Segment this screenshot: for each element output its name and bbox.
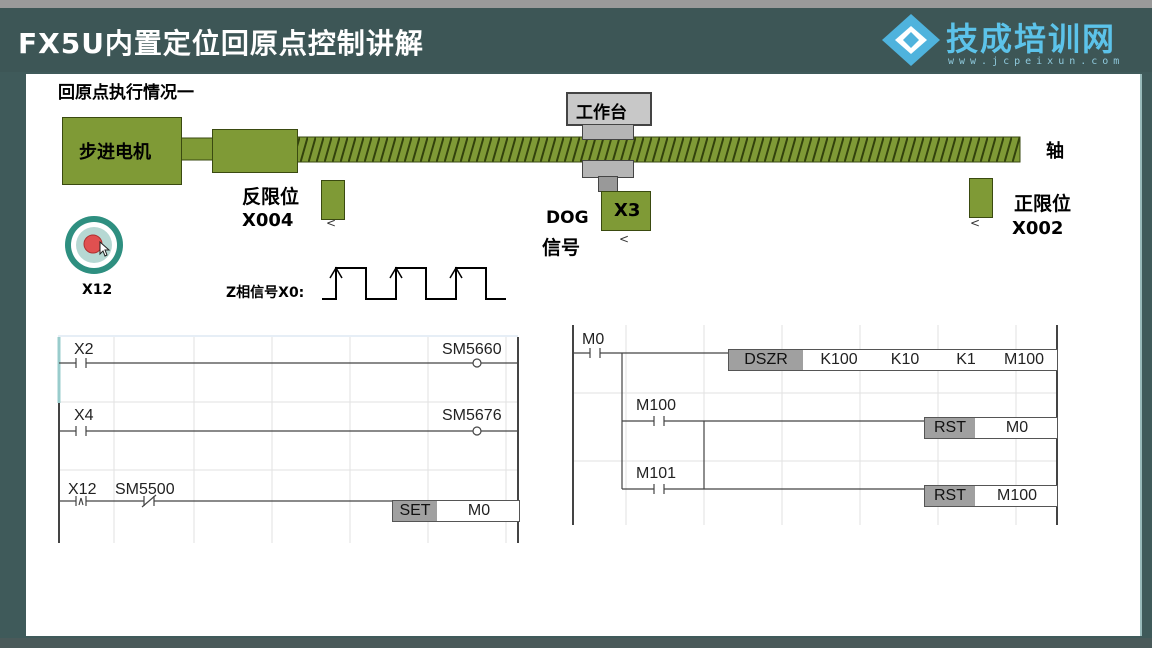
rst-m0-instr: RST	[925, 418, 975, 438]
left-rung1-contact: X2	[74, 341, 94, 358]
rst-m100-instruction-box: RST M100	[924, 485, 1058, 507]
top-strip	[0, 0, 1152, 8]
dog-actuator	[598, 176, 618, 192]
coupling	[212, 129, 298, 173]
stepper-motor: 步进电机	[62, 117, 182, 185]
dog-label-line2: 信号	[542, 237, 581, 259]
button-label: X12	[82, 282, 113, 298]
dszr-arg4: M100	[1003, 351, 1045, 368]
hand-cursor-icon	[99, 240, 111, 257]
left-rung2-contact: X4	[74, 407, 94, 424]
forward-limit-name: 正限位	[1014, 193, 1072, 215]
brand-url: www.jcpeixun.com	[948, 56, 1125, 67]
forward-limit-lead: <	[970, 216, 981, 230]
section-subtitle: 回原点执行情况一	[58, 83, 194, 103]
dszr-instr: DSZR	[729, 350, 803, 370]
right-rung3-contact: M101	[636, 465, 677, 482]
rst-m0-instruction-box: RST M0	[924, 417, 1058, 439]
left-rung2-coil: SM5676	[442, 407, 502, 424]
forward-limit-addr: X002	[1012, 218, 1064, 239]
dszr-arg2: K10	[890, 351, 920, 368]
right-rung1-contact: M0	[582, 331, 605, 348]
reverse-limit-addr: X004	[242, 210, 294, 231]
reverse-limit-name: 反限位	[242, 186, 300, 208]
table-slider-top	[582, 124, 634, 140]
left-rung3-contact2: SM5500	[115, 481, 175, 498]
reverse-limit-switch	[321, 180, 345, 220]
start-push-button[interactable]	[62, 214, 126, 276]
dog-sensor: X3	[601, 191, 651, 231]
left-rung1-coil: SM5660	[442, 341, 502, 358]
brand-diamond-icon	[882, 14, 940, 66]
axis-label: 轴	[1046, 141, 1064, 162]
rst-m100-operand: M100	[996, 487, 1038, 504]
slide-title: FX5U内置定位回原点控制讲解	[18, 27, 424, 60]
brand-name: 技成培训网	[946, 20, 1117, 58]
dszr-arg1: K100	[820, 351, 858, 368]
reverse-limit-lead: <	[326, 216, 337, 230]
dszr-arg3: K1	[956, 351, 976, 368]
set-instruction-box: SET M0	[392, 500, 520, 522]
rst-m0-operand: M0	[1005, 419, 1029, 436]
dog-label-line1: DOG	[546, 208, 589, 228]
rst-m100-instr: RST	[925, 486, 975, 506]
z-phase-label: Z相信号X0:	[226, 285, 305, 301]
worktable: 工作台	[566, 92, 652, 126]
right-rung2-contact: M100	[636, 397, 677, 414]
set-operand: M0	[467, 502, 491, 519]
set-instr: SET	[393, 501, 437, 521]
bottom-strip	[0, 638, 1152, 648]
left-rung3-contact1: X12	[68, 481, 97, 498]
ladder-left-grid	[57, 335, 519, 543]
forward-limit-switch	[969, 178, 993, 218]
dog-sensor-lead: <	[619, 232, 630, 246]
brand-logo: 技成培训网 www.jcpeixun.com	[880, 12, 1145, 72]
dszr-instruction-box: DSZR K100 K10 K1 M100	[728, 349, 1058, 371]
z-phase-pulse-waveform	[322, 266, 506, 300]
slide-header: FX5U内置定位回原点控制讲解	[0, 8, 1152, 72]
